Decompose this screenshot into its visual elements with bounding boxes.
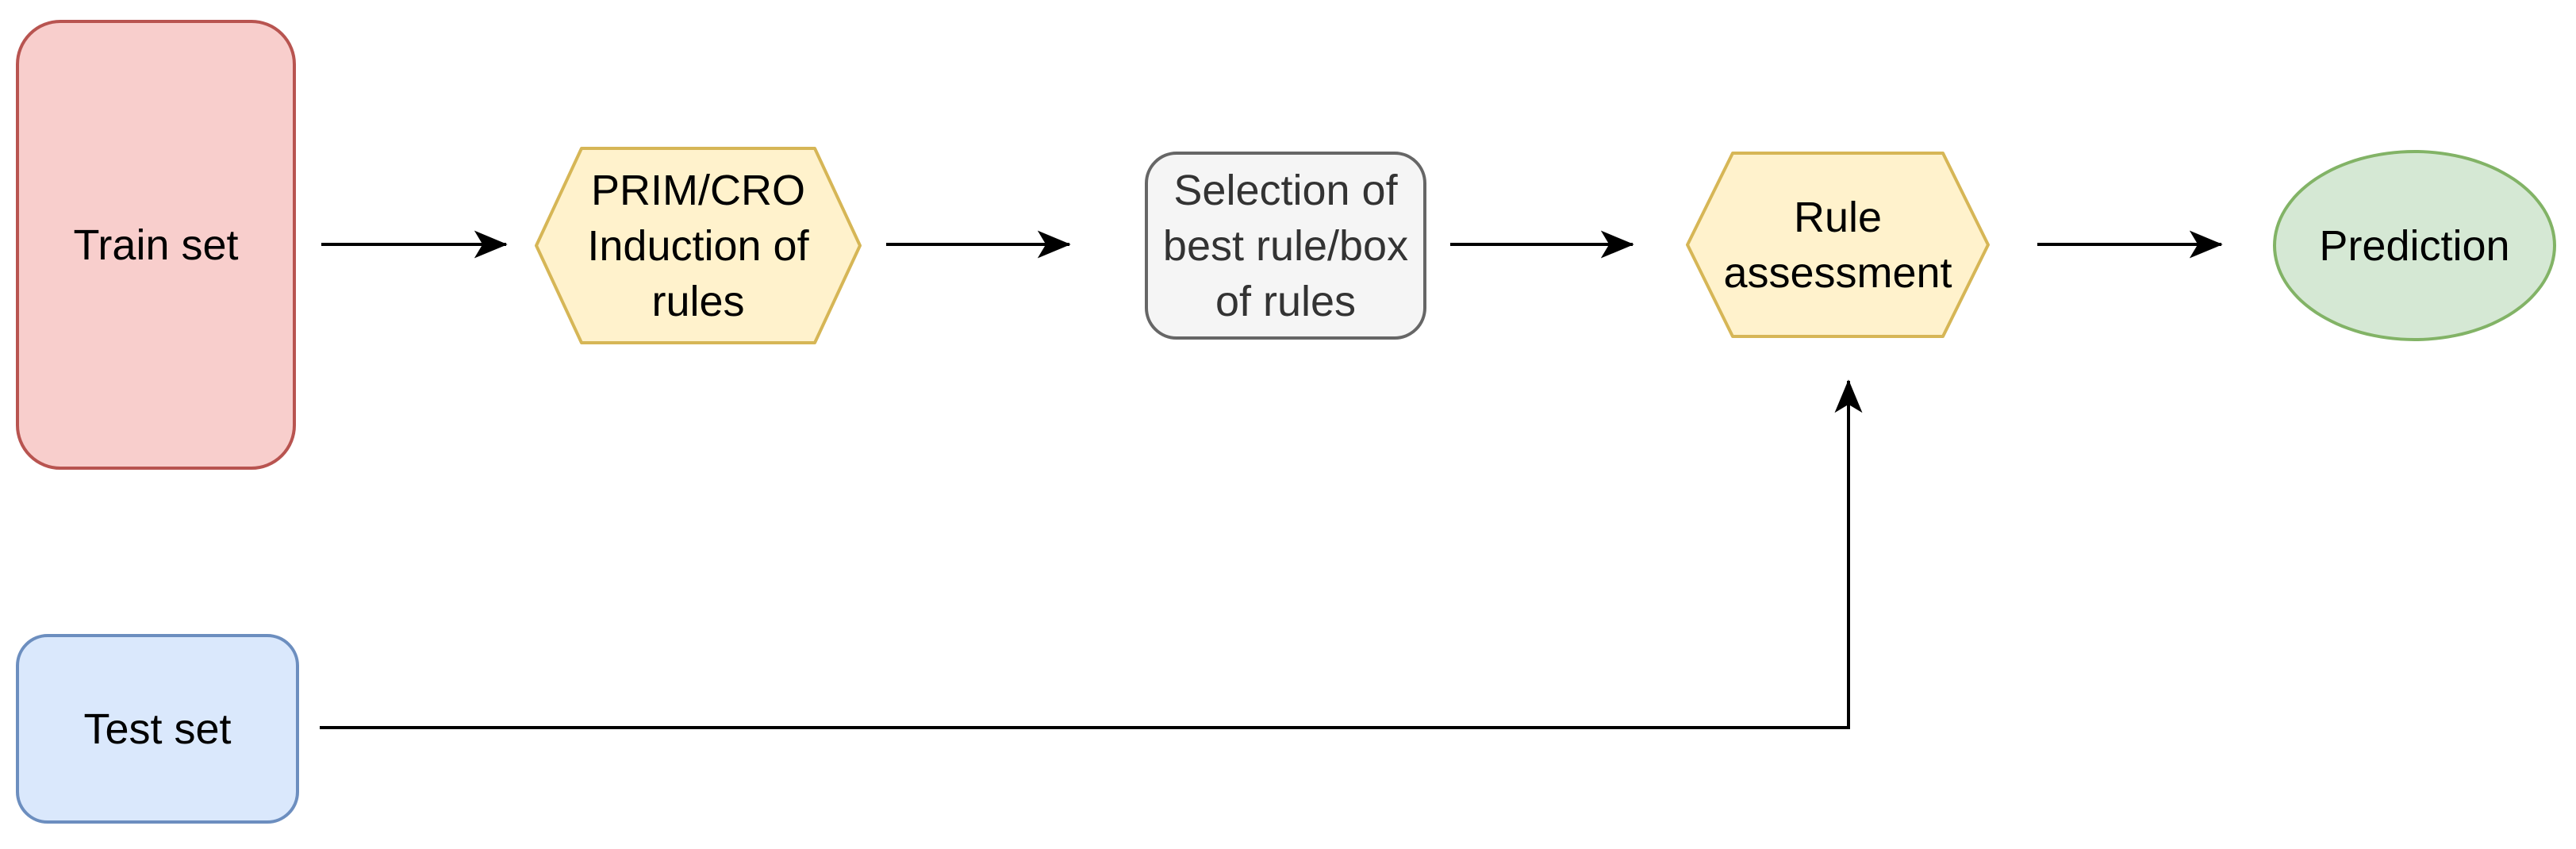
hexagon-shape xyxy=(535,147,862,344)
node-rule-assessment: Rule assessment xyxy=(1684,150,1991,340)
selection-of-best-rule-label: Selection of best rule/box of rules xyxy=(1162,166,1409,325)
hexagon-polygon xyxy=(535,147,862,344)
train-set-label: Train set xyxy=(73,221,239,269)
hexagon-shape xyxy=(1686,152,1990,338)
node-test-set: Test set xyxy=(16,634,299,824)
prediction-label: Prediction xyxy=(2319,221,2510,270)
test-set-label: Test set xyxy=(83,705,232,753)
node-train-set: Train set xyxy=(16,20,296,470)
rule-assessment-label: Rule assessment xyxy=(1723,193,1952,297)
edge-test-to-assessment xyxy=(320,379,1863,729)
node-selection-of-best-rule: Selection of best rule/box of rules xyxy=(1145,152,1426,340)
hexagon-polygon xyxy=(1686,152,1990,338)
prim-cro-induction-label: PRIM/CRO Induction of rules xyxy=(587,166,809,325)
node-prim-cro-induction: PRIM/CRO Induction of rules xyxy=(533,145,863,346)
node-prediction: Prediction xyxy=(2273,150,2556,341)
